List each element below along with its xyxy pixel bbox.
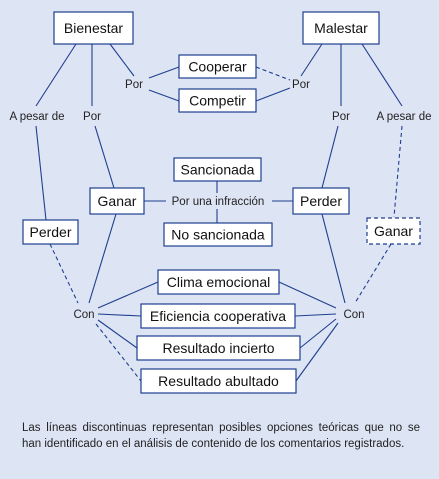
edge-malestar-por — [300, 43, 323, 77]
node-ganar-left: Ganar — [89, 187, 145, 215]
edge-con-left-clima — [97, 281, 159, 309]
node-malestar-label: Malestar — [314, 20, 368, 36]
label-por-una-infraccion: Por una infracción — [172, 196, 265, 208]
node-clima-emocional: Clima emocional — [157, 269, 280, 295]
node-resultado-abultado-label: Resultado abultado — [158, 373, 279, 389]
edge-por-cooperar — [148, 66, 180, 79]
node-eficiencia-cooperativa: Eficiencia cooperativa — [140, 303, 296, 329]
node-resultado-incierto: Resultado incierto — [136, 335, 301, 361]
node-cooperar: Cooperar — [178, 54, 257, 79]
node-clima-emocional-label: Clima emocional — [167, 274, 270, 290]
node-ganar-right: Ganar — [366, 217, 421, 245]
edge-incierto-con-right — [299, 318, 337, 349]
label-por-right: Por — [292, 79, 310, 91]
node-ganar-left-label: Ganar — [98, 193, 137, 209]
node-competir-label: Competir — [189, 93, 246, 109]
concept-diagram: Bienestar Malestar Cooperar Competir San… — [10, 11, 432, 394]
edge-competir-por-right — [255, 87, 291, 102]
label-a-pesar-right: A pesar de — [377, 111, 432, 123]
node-perder-right: Perder — [292, 187, 350, 215]
edge-por-ganar-left — [94, 125, 115, 189]
edge-con-left-abultado — [95, 323, 142, 382]
node-perder-right-label: Perder — [300, 193, 342, 209]
node-eficiencia-cooperativa-label: Eficiencia cooperativa — [150, 308, 286, 324]
node-resultado-incierto-label: Resultado incierto — [162, 340, 274, 356]
node-bienestar: Bienestar — [53, 11, 134, 45]
node-no-sancionada: No sancionada — [163, 222, 273, 247]
edge-perder-right-con — [321, 213, 346, 304]
node-perder-left-label: Perder — [29, 224, 71, 240]
edge-por-competir — [148, 89, 180, 102]
edge-clima-con-right — [278, 281, 337, 309]
node-perder-left: Perder — [22, 219, 79, 245]
edge-malestar-a-pesar — [361, 43, 403, 107]
node-sancionada: Sancionada — [173, 157, 262, 182]
node-cooperar-label: Cooperar — [188, 59, 247, 75]
edge-perder-left-con — [49, 243, 79, 304]
label-por-side-right: Por — [332, 111, 350, 123]
edge-por-perder-right — [321, 125, 339, 189]
diagram-caption: Las líneas discontinuas representan posi… — [22, 422, 420, 450]
node-sancionada-label: Sancionada — [181, 162, 255, 178]
label-con-left: Con — [73, 309, 94, 321]
edge-ganar-right-con — [354, 243, 392, 304]
edge-bienestar-a-pesar — [35, 43, 77, 107]
edge-a-pesar-ganar-right — [393, 125, 403, 218]
node-no-sancionada-label: No sancionada — [171, 227, 265, 243]
node-bienestar-label: Bienestar — [64, 20, 123, 36]
edge-bienestar-por — [109, 43, 135, 77]
edge-abultado-con-right — [295, 322, 339, 382]
node-malestar: Malestar — [302, 11, 380, 45]
edge-eficiencia-con-right — [294, 313, 337, 317]
label-por-side-left: Por — [83, 111, 101, 123]
diagram-edges — [35, 43, 403, 382]
label-por-left: Por — [125, 79, 143, 91]
edge-con-left-incierto — [97, 319, 138, 349]
node-resultado-abultado: Resultado abultado — [140, 368, 297, 394]
node-competir: Competir — [178, 88, 257, 113]
label-con-right: Con — [343, 309, 364, 321]
edge-con-left-eficiencia — [97, 313, 142, 317]
node-ganar-right-label: Ganar — [374, 223, 413, 239]
edge-ganar-left-con — [88, 213, 117, 304]
edge-a-pesar-perder-left — [35, 125, 47, 221]
edge-cooperar-por-right — [255, 66, 291, 81]
label-a-pesar-left: A pesar de — [10, 111, 65, 123]
